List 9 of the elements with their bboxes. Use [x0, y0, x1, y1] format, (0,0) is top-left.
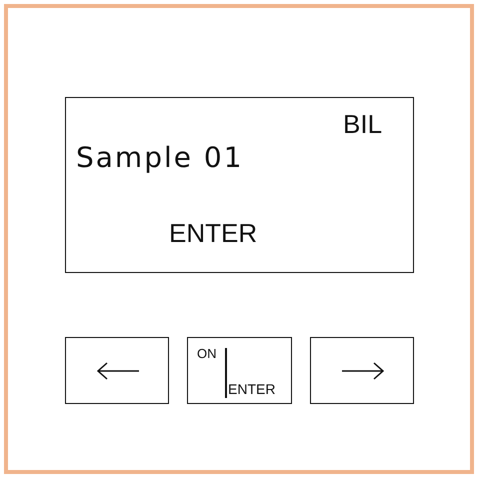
display-text: BIL — [343, 111, 382, 137]
button-label: ENTER — [228, 382, 276, 396]
display-text: Sample 01 — [76, 144, 244, 172]
right-arrow-button — [310, 337, 414, 404]
button-label: ON — [197, 347, 216, 360]
display-screen — [65, 97, 414, 273]
left-arrow-button — [65, 337, 169, 404]
on-enter-button — [187, 337, 292, 404]
display-text: ENTER — [169, 220, 258, 246]
